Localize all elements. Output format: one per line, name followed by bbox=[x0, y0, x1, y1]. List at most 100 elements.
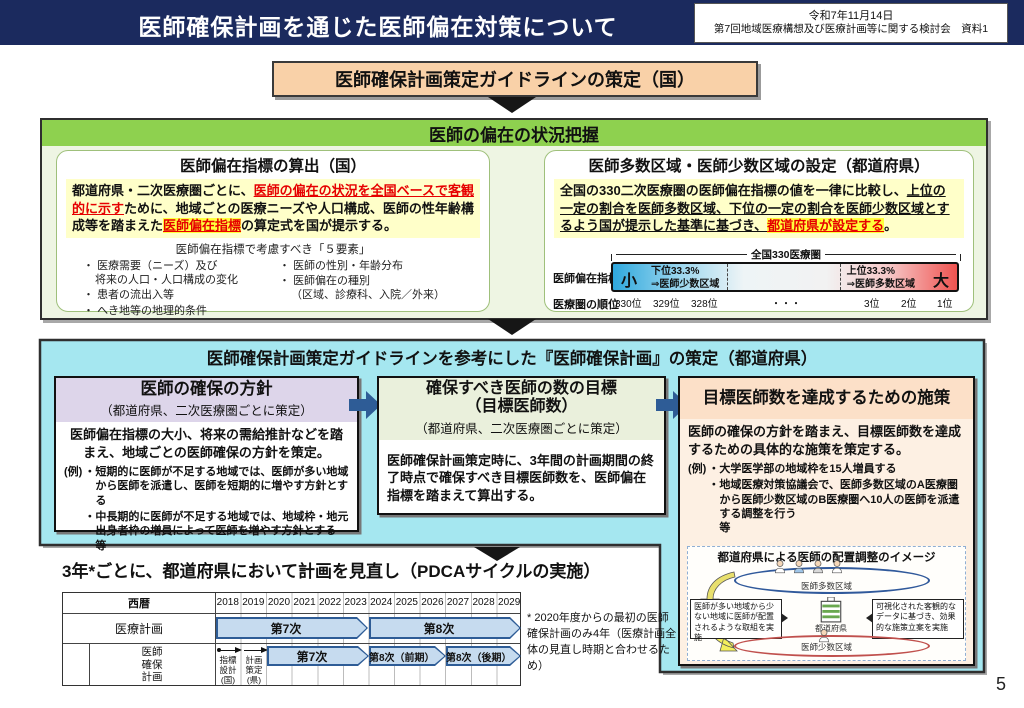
example-item: 大学医学部の地域枠を15人増員する bbox=[708, 462, 965, 476]
medical-plan-row-label: 医療計画 bbox=[114, 621, 163, 636]
example-item: 短期的に医師が不足する地域では、医師が多い地域から医師を派遣し、医師を短期的に増… bbox=[84, 465, 349, 508]
meta-box: 令和7年11月14日 第7回地域医療構想及び医療計画等に関する検討会 資料1 bbox=[694, 3, 1008, 43]
measures-box-paragraph: 医師の確保の方針を踏まえ、目標医師数を達成するための具体的な施策を策定する。 bbox=[688, 424, 962, 457]
footnote: * 2020年度からの最初の医師確保計画のみ4年（医療計画全体の見直し時期と合わ… bbox=[527, 612, 677, 672]
doctor-icons bbox=[818, 629, 830, 643]
doctor-icons bbox=[774, 560, 843, 574]
timeline-year: 2023 bbox=[344, 597, 367, 608]
doctor-icon bbox=[818, 629, 830, 643]
band-fill bbox=[218, 619, 367, 638]
timeline-year: 2020 bbox=[267, 597, 291, 608]
timeline-year: 2024 bbox=[370, 597, 393, 608]
policy-examples: (例) 短期的に医師が不足する地域では、医師が多い地域から医師を派遣し、医師を短… bbox=[64, 465, 349, 555]
placement-image-box: 都道府県による医師の配置調整のイメージ 医師多数区域 医師が多い地域から少ない地… bbox=[687, 546, 966, 661]
zone-paragraph-underline: 上位の一定の割合を医師多数区域、下位の一定の割合を医師少数区域とするよう bbox=[560, 183, 950, 234]
doctor-icon bbox=[831, 560, 843, 574]
factor-item: 医師偏在の種別 （区域、診療科、入院／外来） bbox=[279, 274, 475, 303]
plan-section-title: 医師確保計画策定ガイドラインを参考にした『医師確保計画』の策定（都道府県） bbox=[206, 350, 818, 368]
step-arrow-icon bbox=[217, 646, 242, 653]
down-arrow-icon bbox=[488, 97, 536, 113]
policy-box-body: 医師偏在指標の大小、将来の需給推計などを踏まえ、地域ごとの医師確保の方針を策定。… bbox=[56, 422, 357, 559]
rank-axis-label: 医療圏の順位 bbox=[553, 299, 619, 311]
band-label: 第8次（後期） bbox=[446, 652, 512, 664]
measures-example-list: 大学医学部の地域枠を15人増員する地域医療対策協議会で、医師多数区域のA医療圏か… bbox=[708, 462, 965, 537]
band-fill bbox=[269, 648, 368, 665]
rank-item: ・・・ bbox=[771, 299, 801, 310]
many-doctors-zone-ellipse bbox=[734, 567, 930, 594]
zone-paragraph-bold: 国が提示した基準に基づき、 bbox=[599, 218, 768, 234]
target-box: 確保すべき医師の数の目標 （目標医師数） （都道府県、二次医療圏ごとに策定） 医… bbox=[377, 376, 666, 515]
policy-box-title: 医師の確保の方針 bbox=[140, 380, 273, 398]
factors-caption: 医師偏在指標で考慮すべき「５要素」 bbox=[175, 243, 371, 256]
right-speech-bubble: 可視化された客観的なデータに基づき、効果的な施策立案を実施 bbox=[866, 599, 964, 639]
timeline-year: 2027 bbox=[446, 597, 470, 608]
zone-paragraph: 全国の330二次医療圏の医師偏在指標の値を一律に比較し、上位の一定の割合を医師多… bbox=[554, 179, 964, 238]
prefecture-label: 都道府県 bbox=[815, 624, 847, 633]
band-label: 第7次 bbox=[296, 649, 328, 664]
timeline-year-header: 西暦 bbox=[128, 598, 150, 610]
meta-date: 令和7年11月14日 bbox=[808, 10, 894, 23]
high-zone-label: 上位33.3% ⇒医師多数区域 bbox=[846, 266, 915, 290]
timeline-grid bbox=[215, 593, 522, 685]
guideline-banner-label: 医師確保計画策定ガイドラインの策定（国） bbox=[335, 70, 695, 90]
low-zone-label: 下位33.3% ⇒医師少数区域 bbox=[651, 266, 720, 290]
securing-plan-7-band: 第7次 bbox=[267, 646, 369, 666]
rank-item: 1位 bbox=[937, 299, 953, 310]
timeline-year: 2029 bbox=[498, 597, 521, 608]
placement-image-title: 都道府県による医師の配置調整のイメージ bbox=[717, 552, 936, 564]
timeline-row-divider bbox=[63, 613, 520, 614]
right-arrow-icon bbox=[349, 391, 381, 419]
indicator-paragraph-text: の算定式を国が提示する。 bbox=[241, 218, 398, 234]
timeline-year: 2022 bbox=[318, 597, 342, 608]
meta-source: 第7回地域医療構想及び医療計画等に関する検討会 資料1 bbox=[713, 23, 989, 36]
example-item: 地域医療対策協議会で、医師多数区域のA医療圏から医師少数区域のB医療圏へ10人の… bbox=[708, 478, 965, 535]
zone-box-title: 医師多数区域・医師少数区域の設定（都道府県） bbox=[588, 158, 930, 175]
medical-plan-8-band: 第8次 bbox=[369, 617, 521, 639]
policy-box-paragraph: 医師偏在指標の大小、将来の需給推計などを踏まえ、地域ごとの医師確保の方針を策定。 bbox=[69, 426, 343, 460]
target-box-body: 医師確保計画策定時に、3年間の計画期間の終了時点で確保すべき目標医師数を、医師偏… bbox=[379, 440, 664, 509]
target-box-subtitle: （都道府県、二次医療圏ごとに策定） bbox=[415, 421, 628, 436]
few-doctors-zone-label: 医師少数区域 bbox=[800, 642, 852, 652]
timeline-year: 2026 bbox=[421, 597, 444, 608]
bracket-line bbox=[825, 254, 956, 255]
band-fill bbox=[371, 619, 520, 638]
doctor-icon bbox=[774, 560, 786, 574]
zone-box: 医師多数区域・医師少数区域の設定（都道府県） 全国の330二次医療圏の医師偏在指… bbox=[544, 150, 974, 312]
factor-item: 医療需要（ニーズ）及び 将来の人口・人口構成の変化 bbox=[83, 259, 279, 288]
indicator-paragraph: 都道府県・二次医療圏ごとに、医師の偏在の状況を全国ベースで客観的に示すために、地… bbox=[66, 179, 480, 238]
target-box-paragraph: 医師確保計画策定時に、3年間の計画期間の終了時点で確保すべき目標医師数を、医師偏… bbox=[387, 452, 654, 503]
rank-item: 328位 bbox=[691, 299, 718, 310]
zone-paragraph-highlight: 都道府県が設定する bbox=[767, 218, 885, 234]
target-box-header: 確保すべき医師の数の目標 （目標医師数） （都道府県、二次医療圏ごとに策定） bbox=[379, 378, 664, 440]
page-number: 5 bbox=[996, 674, 1007, 694]
policy-box-header: 医師の確保の方針 （都道府県、二次医療圏ごとに策定） bbox=[56, 378, 357, 422]
bracket-tick bbox=[611, 253, 612, 261]
doctor-icon bbox=[812, 560, 824, 574]
indicator-paragraph-text: ために、地域ごとの医療ニーズや人口構成、医師の性年齢構成等を踏まえた bbox=[72, 200, 474, 234]
band-fill bbox=[448, 648, 520, 665]
factor-item: 患者の流出入等 bbox=[83, 288, 279, 302]
bracket-tick bbox=[960, 253, 961, 261]
small-label: 小 bbox=[621, 273, 638, 290]
header-bar: 医師確保計画を通じた医師偏在対策について 令和7年11月14日 第7回地域医療構… bbox=[0, 0, 1024, 45]
example-label: (例) bbox=[688, 463, 707, 476]
step-arrow-icon bbox=[244, 646, 268, 653]
indicator-box-title: 医師偏在指標の算出（国） bbox=[179, 158, 366, 175]
indicator-paragraph-text: 都道府県・二次医療圏ごとに、 bbox=[72, 183, 254, 198]
down-arrow-icon bbox=[474, 547, 520, 561]
bracket-line bbox=[616, 254, 747, 255]
policy-example-list: 短期的に医師が不足する地域では、医師が多い地域から医師を派遣し、医師を短期的に増… bbox=[84, 465, 349, 555]
indicator-scale-bar: 小 下位33.3% ⇒医師少数区域 上位33.3% ⇒医師多数区域 大 bbox=[611, 262, 959, 292]
status-section: 医師の偏在の状況把握 医師偏在指標の算出（国） 都道府県・二次医療圏ごとに、医師… bbox=[40, 118, 988, 320]
rank-item: 329位 bbox=[653, 299, 680, 310]
page-title: 医師確保計画を通じた医師偏在対策について bbox=[138, 14, 618, 40]
example-label: (例) bbox=[64, 466, 83, 479]
rank-item: 2位 bbox=[901, 299, 917, 310]
securing-plan-8-late-band: 第8次（後期） bbox=[446, 646, 521, 666]
status-section-title: 医師の偏在の状況把握 bbox=[42, 120, 986, 146]
doctor-icon bbox=[793, 560, 805, 574]
timeline-year: 2021 bbox=[293, 597, 316, 608]
indicator-box: 医師偏在指標の算出（国） 都道府県・二次医療圏ごとに、医師の偏在の状況を全国ベー… bbox=[56, 150, 490, 317]
scale-divider bbox=[726, 264, 728, 290]
